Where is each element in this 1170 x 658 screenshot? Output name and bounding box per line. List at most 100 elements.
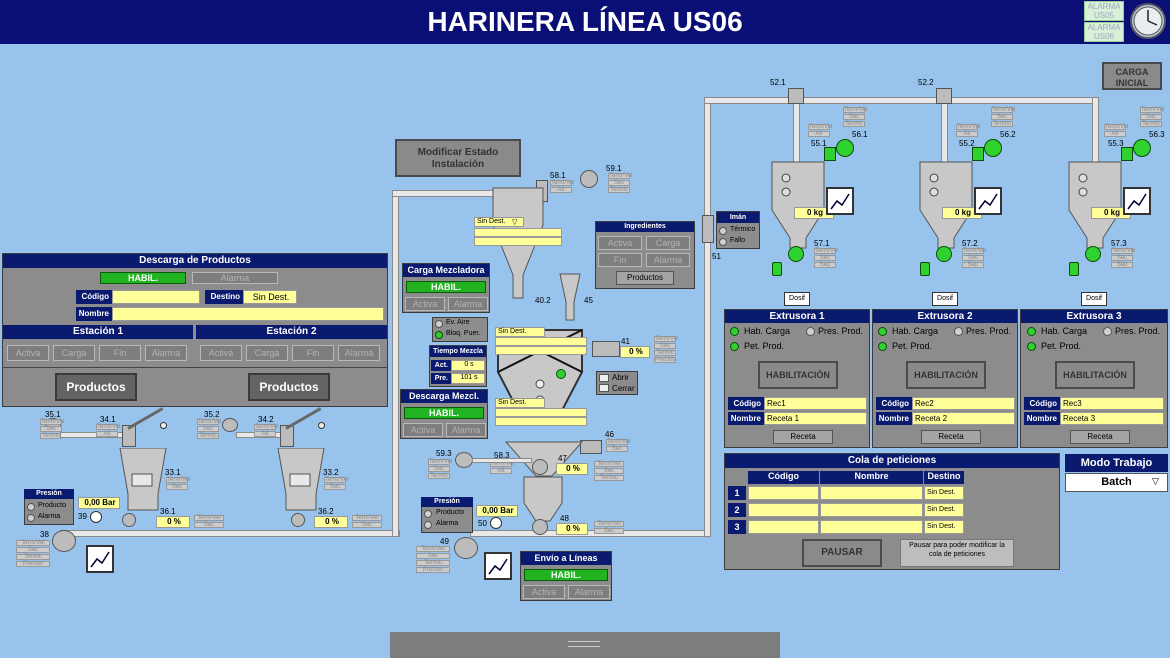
modo-trabajo-select[interactable]: Batch — [1065, 473, 1168, 492]
fan-on-icon[interactable] — [984, 139, 1002, 157]
blower-icon[interactable] — [52, 530, 76, 552]
cerrar-checkbox[interactable] — [599, 384, 609, 392]
fan-icon[interactable] — [222, 418, 238, 432]
abrir-checkbox[interactable] — [599, 374, 609, 382]
mixer-field[interactable] — [474, 228, 562, 237]
ing-fin-button[interactable]: Fin — [598, 253, 642, 267]
modificar-estado-button[interactable]: Modificar Estado Instalación — [395, 139, 521, 177]
trend-chart-icon[interactable] — [826, 187, 854, 215]
fan-on-icon[interactable] — [1133, 139, 1151, 157]
destino-field[interactable]: Sin Dest. — [243, 290, 297, 304]
dosif-button[interactable]: Dosif — [784, 292, 810, 306]
rotary-valve-icon[interactable] — [532, 519, 548, 535]
row-codigo[interactable] — [748, 486, 819, 500]
desc-mez-habil-button[interactable]: HABIL. — [404, 407, 484, 419]
row-codigo[interactable] — [748, 503, 819, 517]
extrusora-1-codigo-field[interactable]: Rec1 — [764, 397, 867, 410]
extrusora-3-nombre-field[interactable]: Receta 3 — [1060, 412, 1164, 425]
row-destino[interactable]: Sin Dest. — [924, 520, 964, 534]
rotary-valve-icon[interactable] — [532, 459, 548, 475]
rotary-valve-icon[interactable] — [291, 513, 305, 527]
estacion2-fin-button[interactable]: Fin — [292, 345, 334, 361]
estacion2-activa-button[interactable]: Activa — [200, 345, 242, 361]
extrusora-1-habilitacion-button[interactable]: HABILITACIÓN — [758, 361, 838, 389]
estacion2-alarma-button[interactable]: Alarma — [338, 345, 380, 361]
motor-icon[interactable] — [580, 440, 602, 454]
extrusora-1-receta-button[interactable]: Receta — [773, 430, 833, 444]
pausar-button[interactable]: PAUSAR — [802, 539, 882, 567]
trend-chart-icon[interactable] — [484, 552, 512, 580]
sin-dest-dropdown[interactable]: Sin Dest. — [495, 327, 545, 337]
extrusora-3-codigo-field[interactable]: Rec3 — [1060, 397, 1164, 410]
mixer-field[interactable] — [474, 237, 562, 246]
extrusora-3-habilitacion-button[interactable]: HABILITACIÓN — [1055, 361, 1135, 389]
extrusora-1-nombre-field[interactable]: Receta 1 — [764, 412, 867, 425]
desc-mez-activa-button[interactable]: Activa — [403, 423, 443, 437]
row-destino[interactable]: Sin Dest. — [924, 503, 964, 517]
mixer-field[interactable] — [495, 408, 587, 417]
row-nombre[interactable] — [820, 486, 923, 500]
dosif-button[interactable]: Dosif — [1081, 292, 1107, 306]
row-destino[interactable]: Sin Dest. — [924, 486, 964, 500]
fan-icon[interactable] — [580, 170, 598, 188]
alarm-us05-button[interactable]: ALARMA US05 — [1084, 1, 1124, 21]
fan-on-icon[interactable] — [836, 139, 854, 157]
carga-inicial-button[interactable]: CARGA INICIAL — [1102, 62, 1162, 90]
extrusora-2-habilitacion-button[interactable]: HABILITACIÓN — [906, 361, 986, 389]
trend-chart-icon[interactable] — [1123, 187, 1151, 215]
estacion2-productos-button[interactable]: Productos — [248, 373, 330, 401]
descarga-alarma-button[interactable]: Alarma — [192, 272, 278, 284]
carga-mez-activa-button[interactable]: Activa — [405, 297, 445, 311]
row-nombre[interactable] — [820, 503, 923, 517]
fan-icon[interactable] — [455, 452, 473, 468]
diverter-valve-icon[interactable] — [788, 88, 804, 104]
motor-icon[interactable] — [592, 341, 620, 357]
row-codigo[interactable] — [748, 520, 819, 534]
sin-dest-dropdown[interactable]: Sin Dest. — [495, 398, 545, 408]
diverter-valve-icon[interactable] — [936, 88, 952, 104]
motor-icon[interactable] — [772, 262, 782, 276]
rotary-valve-icon[interactable] — [1085, 246, 1101, 262]
desc-mez-alarma-button[interactable]: Alarma — [446, 423, 486, 437]
estacion1-carga-button[interactable]: Carga — [53, 345, 95, 361]
motor-icon[interactable] — [920, 262, 930, 276]
ing-productos-button[interactable]: Productos — [616, 271, 674, 285]
motor-icon[interactable] — [1069, 262, 1079, 276]
descarga-habil-button[interactable]: HABIL. — [100, 272, 186, 284]
sin-dest-dropdown[interactable]: Sin Dest. — [474, 217, 524, 227]
carga-mez-alarma-button[interactable]: Alarma — [448, 297, 488, 311]
mini-tag: Sec — [991, 114, 1013, 120]
rotary-valve-icon[interactable] — [122, 513, 136, 527]
rotary-valve-icon[interactable] — [936, 246, 952, 262]
ing-activa-button[interactable]: Activa — [598, 236, 642, 250]
carga-mez-habil-button[interactable]: HABIL. — [406, 281, 486, 293]
rotary-valve-icon[interactable] — [788, 246, 804, 262]
estacion1-alarma-button[interactable]: Alarma — [145, 345, 187, 361]
mixer-field[interactable] — [495, 337, 587, 346]
estacion2-carga-button[interactable]: Carga — [246, 345, 288, 361]
estacion1-activa-button[interactable]: Activa — [7, 345, 49, 361]
estacion1-productos-button[interactable]: Productos — [55, 373, 137, 401]
trend-chart-icon[interactable] — [974, 187, 1002, 215]
extrusora-2-nombre-field[interactable]: Receta 2 — [912, 412, 1015, 425]
codigo-field[interactable] — [112, 290, 200, 304]
extrusora-2-receta-button[interactable]: Receta — [921, 430, 981, 444]
blower-icon[interactable] — [454, 537, 478, 559]
nombre-field[interactable] — [112, 307, 384, 321]
mixer-field[interactable] — [495, 346, 587, 355]
envio-activa-button[interactable]: Activa — [523, 585, 565, 599]
dosif-button[interactable]: Dosif — [932, 292, 958, 306]
estacion1-fin-button[interactable]: Fin — [99, 345, 141, 361]
ing-alarma-button[interactable]: Alarma — [646, 253, 690, 267]
extrusora-3-receta-button[interactable]: Receta — [1070, 430, 1130, 444]
bottom-drawer-handle[interactable] — [390, 632, 780, 658]
envio-habil-button[interactable]: HABIL. — [524, 569, 608, 581]
ing-carga-button[interactable]: Carga — [646, 236, 690, 250]
alarm-us06-button[interactable]: ALARMA US06 — [1084, 22, 1124, 42]
extrusora-2-codigo-field[interactable]: Rec2 — [912, 397, 1015, 410]
row-nombre[interactable] — [820, 520, 923, 534]
trend-chart-icon[interactable] — [86, 545, 114, 573]
pre-value[interactable]: 101 s — [451, 373, 485, 384]
mixer-field[interactable] — [495, 417, 587, 426]
envio-alarma-button[interactable]: Alarma — [568, 585, 610, 599]
